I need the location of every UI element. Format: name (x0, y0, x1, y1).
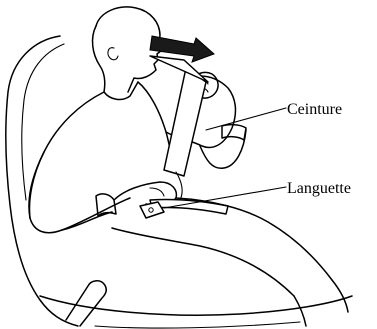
label-languette: Languette (287, 180, 351, 197)
seat-lever (66, 281, 106, 326)
belt-upper (150, 56, 208, 82)
finger-lower (150, 188, 164, 196)
leader-line-belt (206, 108, 286, 130)
arm-lowered (29, 152, 130, 233)
knee (332, 280, 348, 312)
arm-lowered-inner (62, 212, 112, 230)
seat-back (6, 36, 78, 326)
seat-cushion (40, 296, 352, 315)
torso-back (30, 92, 104, 218)
sleeve-cuff (222, 125, 246, 140)
collar (104, 82, 138, 99)
seat-back-inner (22, 44, 64, 200)
ear (108, 48, 118, 60)
forearm-raised (200, 130, 246, 168)
seat-cushion-edge (95, 322, 300, 328)
label-ceinture: Ceinture (287, 101, 342, 118)
thigh-lower (112, 228, 294, 296)
head-back (93, 26, 105, 92)
shoulder-belt (164, 68, 206, 176)
tongue-slot (149, 208, 153, 212)
